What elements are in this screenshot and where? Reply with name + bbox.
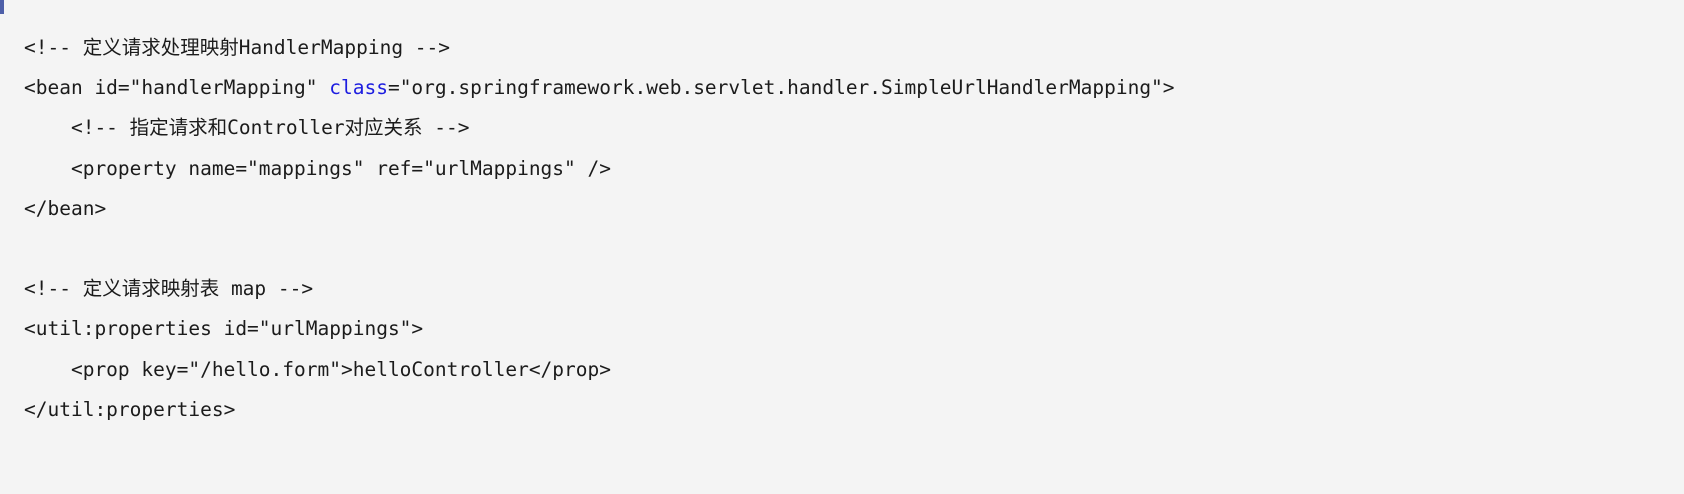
code-line: </util:properties> (24, 390, 1684, 430)
code-text-token: <util:properties id="urlMappings"> (24, 317, 424, 341)
code-line: <!-- 定义请求映射表 map --> (24, 269, 1684, 309)
code-text-token: </bean> (24, 196, 107, 220)
code-text-token: <property name="mappings" ref="urlMappin… (24, 156, 611, 180)
code-line: </bean> (24, 189, 1684, 229)
code-text-token: <!-- 定义请求映射表 map --> (24, 277, 314, 301)
code-line-list: <!-- 定义请求处理映射HandlerMapping --> <bean id=… (24, 28, 1684, 430)
code-text-token (24, 237, 36, 260)
code-keyword-token: class (329, 76, 388, 100)
code-line: <util:properties id="urlMappings"> (24, 309, 1684, 349)
code-text-token: <!-- 指定请求和Controller对应关系 --> (24, 116, 470, 140)
code-text-token: <prop key="/hello.form">helloController<… (24, 357, 611, 381)
code-line: <bean id="handlerMapping" class="org.spr… (24, 68, 1684, 108)
code-line: <property name="mappings" ref="urlMappin… (24, 149, 1684, 189)
code-block-corner-marker (0, 0, 4, 14)
code-line (24, 229, 1684, 269)
code-line: <!-- 指定请求和Controller对应关系 --> (24, 108, 1684, 148)
code-text-token: <bean id="handlerMapping" (24, 76, 330, 100)
code-line: <prop key="/hello.form">helloController<… (24, 350, 1684, 390)
code-text-token: ="org.springframework.web.servlet.handle… (387, 76, 1175, 100)
code-line: <!-- 定义请求处理映射HandlerMapping --> (24, 28, 1684, 68)
code-text-token: <!-- 定义请求处理映射HandlerMapping --> (24, 36, 451, 59)
code-text-token: </util:properties> (24, 397, 236, 421)
